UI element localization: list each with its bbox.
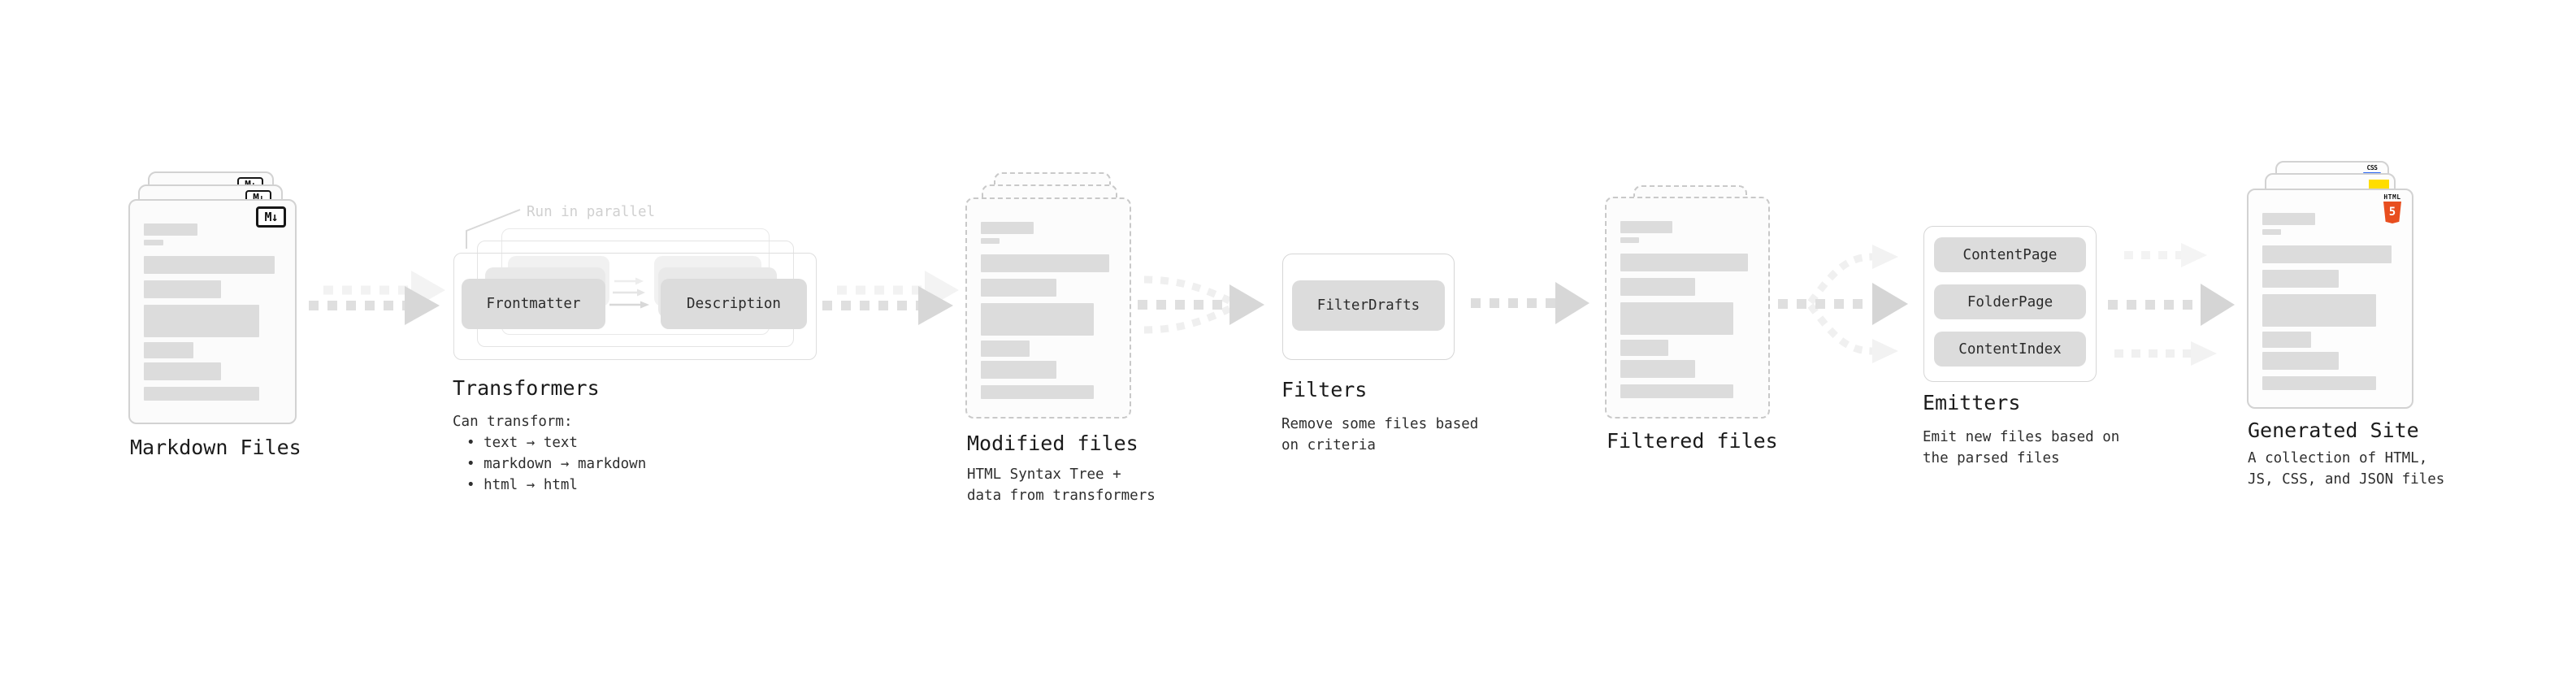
- stage-label-filters: Filters: [1281, 378, 1368, 401]
- doc-text-lines: [144, 223, 281, 401]
- doc-line: [2262, 376, 2377, 390]
- stage-label-filtered-files: Filtered files: [1607, 429, 1778, 453]
- doc-line: [144, 305, 259, 337]
- doc-text-lines: [981, 222, 1116, 399]
- doc-line: [2262, 294, 2377, 327]
- modified-desc-line1: HTML Syntax Tree +: [967, 466, 1121, 483]
- transformers-bullet-3: • html → html: [466, 477, 578, 493]
- flow-arrow-markdown-to-transformers: [309, 271, 445, 325]
- transformers-desc-heading: Can transform:: [453, 414, 573, 430]
- filters-desc-line2: on criteria: [1281, 437, 1376, 453]
- doc-line: [981, 238, 1000, 244]
- doc-line: [2262, 270, 2339, 288]
- doc-line: [1620, 384, 1733, 398]
- doc-line: [2262, 332, 2312, 348]
- stage-label-emitters: Emitters: [1923, 391, 2021, 414]
- doc-text-lines: [2262, 213, 2398, 390]
- transformer-pill-description: Description: [661, 279, 807, 329]
- flow-arrows-emitters-to-generated: [2108, 243, 2235, 366]
- doc-line: [144, 342, 193, 358]
- doc-line: [1620, 360, 1696, 378]
- doc-line: [981, 254, 1109, 272]
- doc-line: [981, 385, 1095, 399]
- css-icon-label: CSS: [2366, 164, 2378, 171]
- doc-line: [2262, 229, 2282, 235]
- emitter-pill-contentpage: ContentPage: [1934, 237, 2086, 272]
- modified-file-card-front: [965, 197, 1131, 419]
- doc-line: [1620, 340, 1669, 356]
- flow-arrow-filters-to-filtered: [1471, 282, 1589, 324]
- run-in-parallel-annotation: Run in parallel: [527, 204, 656, 220]
- stage-label-transformers: Transformers: [453, 376, 600, 400]
- emitters-desc-line2: the parsed files: [1923, 450, 2060, 466]
- html5-icon-shield: 5: [2383, 202, 2401, 223]
- js-icon: [2369, 180, 2389, 190]
- transformer-box-front: [453, 253, 817, 360]
- transformer-pill-frontmatter: Frontmatter: [462, 279, 605, 329]
- doc-line: [1620, 237, 1640, 243]
- doc-line: [144, 280, 221, 298]
- flow-arrow-filtered-to-emitters-diverge: [1778, 245, 1908, 363]
- generated-desc-line2: JS, CSS, and JSON files: [2248, 471, 2445, 488]
- html5-icon: HTML 5: [2382, 193, 2403, 223]
- doc-text-lines: [1620, 221, 1754, 398]
- doc-line: [1620, 221, 1673, 233]
- transformers-bullet-2: • markdown → markdown: [466, 456, 647, 472]
- doc-line: [1620, 254, 1748, 271]
- mini-arrows: [609, 277, 649, 309]
- filter-pill-filterdrafts: FilterDrafts: [1292, 280, 1445, 331]
- doc-line: [144, 387, 259, 401]
- doc-line: [981, 303, 1095, 336]
- doc-line: [144, 240, 163, 245]
- doc-line: [144, 223, 197, 236]
- generated-desc-line1: A collection of HTML,: [2248, 450, 2428, 466]
- emitter-pill-contentindex: ContentIndex: [1934, 332, 2086, 367]
- transformers-bullet-1: • text → text: [466, 435, 578, 451]
- doc-line: [2262, 245, 2392, 263]
- stage-label-modified-files: Modified files: [967, 432, 1138, 455]
- modified-desc-line2: data from transformers: [967, 488, 1156, 504]
- doc-line: [2262, 213, 2316, 225]
- doc-line: [981, 279, 1056, 297]
- stage-label-markdown-files: Markdown Files: [130, 436, 301, 459]
- flow-arrow-modified-to-filters-converge: [1138, 275, 1264, 334]
- doc-line: [144, 256, 275, 274]
- markdown-file-card-front: M↓: [128, 199, 297, 424]
- filters-desc-line1: Remove some files based: [1281, 416, 1479, 432]
- markdown-icon: M↓: [256, 206, 286, 228]
- doc-line: [144, 362, 221, 380]
- doc-line: [981, 361, 1056, 379]
- emitters-desc-line1: Emit new files based on: [1923, 429, 2120, 445]
- doc-line: [1620, 278, 1696, 296]
- annotation-leader-line: [466, 209, 521, 249]
- doc-line: [981, 340, 1030, 357]
- flow-arrow-transformers-to-modified: [822, 271, 959, 325]
- emitter-pill-folderpage: FolderPage: [1934, 284, 2086, 319]
- doc-line: [981, 222, 1034, 234]
- doc-line: [2262, 352, 2339, 370]
- html5-icon-label: HTML: [2383, 193, 2401, 201]
- filtered-file-card-front: [1605, 197, 1770, 419]
- stage-label-generated-site: Generated Site: [2248, 419, 2419, 442]
- generated-file-card-html: HTML 5: [2247, 189, 2413, 409]
- doc-line: [1620, 302, 1733, 335]
